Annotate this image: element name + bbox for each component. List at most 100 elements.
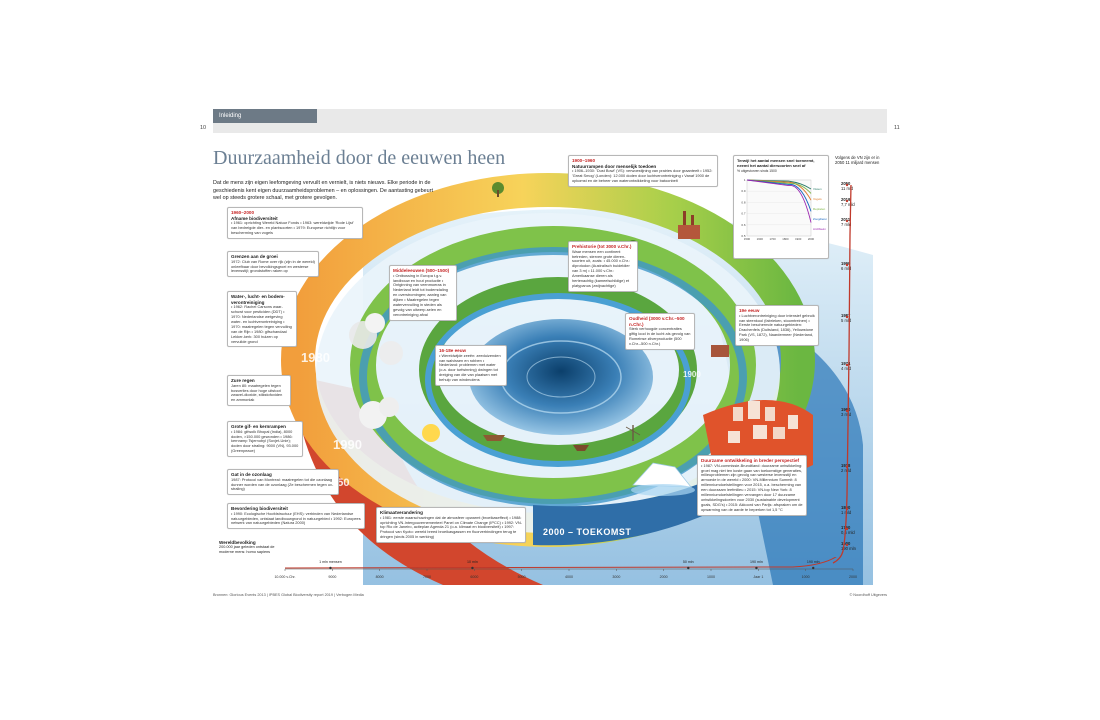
footer-sources: Bronnen: Glorious Events 2013 | IPBES Gl… [213,593,364,597]
timeline-tick-label: Jaar 1 [753,575,763,579]
inset-ytick: 0.8 [741,200,746,204]
box-bevordering-biodiversiteit: Bevordering biodiversiteit • 1990: Ecolo… [227,503,365,530]
timeline-marker-label: 190 mln [750,560,763,564]
timeline-marker-label: 50 mln [683,560,694,564]
box-duurzame-ontwikkeling: Duurzame ontwikkeling in breder perspect… [697,455,807,516]
box-afname-biodiversiteit: 1960–2000 Afname biodiversiteit • 1961: … [227,207,363,239]
box-prehistorie: Prehistorie (tot 3000 v.Chr.) Waar mense… [568,241,638,292]
inset-legend-item: Vissen [813,187,822,191]
box-19e-eeuw: 19e eeuw • Luchtverontreiniging door int… [735,305,819,347]
box-middeleeuwen: Middeleeuwen (500–1500) • Ontbossing in … [389,265,457,321]
timeline-marker-label: 190 mln [807,560,820,564]
population-curve-line [832,184,852,564]
inset-series-line [746,179,812,189]
box-gif-kernrampen: Grote gif- en kernrampen • 1984: gifwolk… [227,421,303,458]
inset-xtick: 1700 [769,237,776,241]
population-point [845,315,849,319]
page-number-left: 10 [200,125,207,131]
inset-series-line [746,179,812,212]
section-tag: Inleiding [213,109,317,123]
timeline-marker-dot [329,566,332,570]
box-water-lucht-bodem: Water-, lucht- en bodem-verontreiniging … [227,291,297,348]
footer-copyright: © Noordhoff Uitgevers [849,593,887,597]
population-point [845,465,849,469]
timeline-tick-label: 7000 [423,575,431,579]
population-point [845,263,849,267]
inset-series-line [746,179,812,200]
box-oudheid: Oudheid (3000 v.Chr.–500 n.Chr.) Sterk v… [625,313,695,350]
inset-ytick: 0.7 [741,211,746,215]
inset-ytick: 0.6 [741,222,746,226]
population-point [845,543,849,547]
inset-extinction-chart: Terwijl het aantal mensen snel toeneemt,… [733,155,829,259]
inset-xtick: 2000 [808,237,815,241]
intro-text: Dat de mens zijn eigen leefomgeving verv… [213,180,433,202]
inset-series-line [746,179,812,194]
page-title: Duurzaamheid door de eeuwen heen [213,147,506,169]
inset-xtick: 1500 [744,237,751,241]
timeline-tick-label: 4000 [565,575,573,579]
inset-xtick: 1900 [795,237,802,241]
inset-series-line [746,179,812,223]
page-number-right: 11 [894,125,900,131]
inset-ytick: 0.5 [741,234,746,238]
middle-ring-water-edge [359,247,747,507]
population-point [845,219,849,223]
box-grenzen-aan-de-groei: Grenzen aan de groei 1972: Club van Rome… [227,251,319,278]
future-label: 2000 – TOEKOMST [543,527,632,537]
timeline-tick-label: 1000 [802,575,810,579]
inset-xtick: 1800 [782,237,789,241]
inner-ring-water-edge [425,293,691,467]
timeline-tick-label: 2000 [660,575,668,579]
inset-ytick: 1 [744,178,746,182]
inset-legend-item: Reptielen [813,207,826,211]
timeline-marker-label: 10 mln [467,560,478,564]
population-timeline: 10.000 v.Chr. 9000 8000 7000 6000 5000 4000 300… [274,557,857,579]
timeline-marker-dot [755,566,758,570]
timeline-tick-label: 8000 [376,575,384,579]
infographic: Duurzaamheid door de eeuwen heen Dat de … [213,145,887,592]
population-point [845,507,849,511]
timeline-tick-label: 10.000 v.Chr. [274,575,295,579]
inset-legend-item: Amfibieën [813,227,826,231]
timeline-tick-label: 9000 [328,575,336,579]
timeline-tick-label: 3000 [612,575,620,579]
timeline-marker-dot [471,566,474,570]
ring-year-1900: 1900 [683,370,701,379]
box-klimaatverandering: Klimaatverandering • 1981: eerste waarsc… [376,507,526,544]
timeline-tick-label: 5000 [518,575,526,579]
timeline-tick-label: 1000 [707,575,715,579]
header-bar: Inleiding [213,109,887,133]
ring-year-1990: 1990 [333,437,362,452]
central-whirlpool [469,319,653,435]
timeline-marker-dot [687,566,690,570]
population-point [845,527,849,531]
population-point [845,363,849,367]
box-16-18e-eeuw: 16-18e eeuw • Wereldwijde zeeën: zeeduiz… [435,345,507,387]
factory-icon [678,225,700,239]
population-point [845,183,849,187]
ring-year-1980: 1980 [301,350,330,365]
timeline-marker-dot [812,566,815,570]
timeline-population-line [284,557,837,569]
population-point [845,199,849,203]
inset-legend-item: Vogels [813,197,822,201]
inset-xtick: 1600 [757,237,764,241]
box-natuurrampen: 1900–1960 Natuurrampen door menselijk to… [568,155,718,187]
timeline-tick-label: 6000 [470,575,478,579]
population-header: Volgens de VN zijn er in 2050 11 miljard… [835,155,880,165]
spread-page: Inleiding 10 11 [190,107,912,602]
timeline-marker-label: 1 mln mensen [319,560,342,564]
population-growth-curve [832,183,852,564]
inset-legend-item: Zoogdieren [813,217,827,221]
